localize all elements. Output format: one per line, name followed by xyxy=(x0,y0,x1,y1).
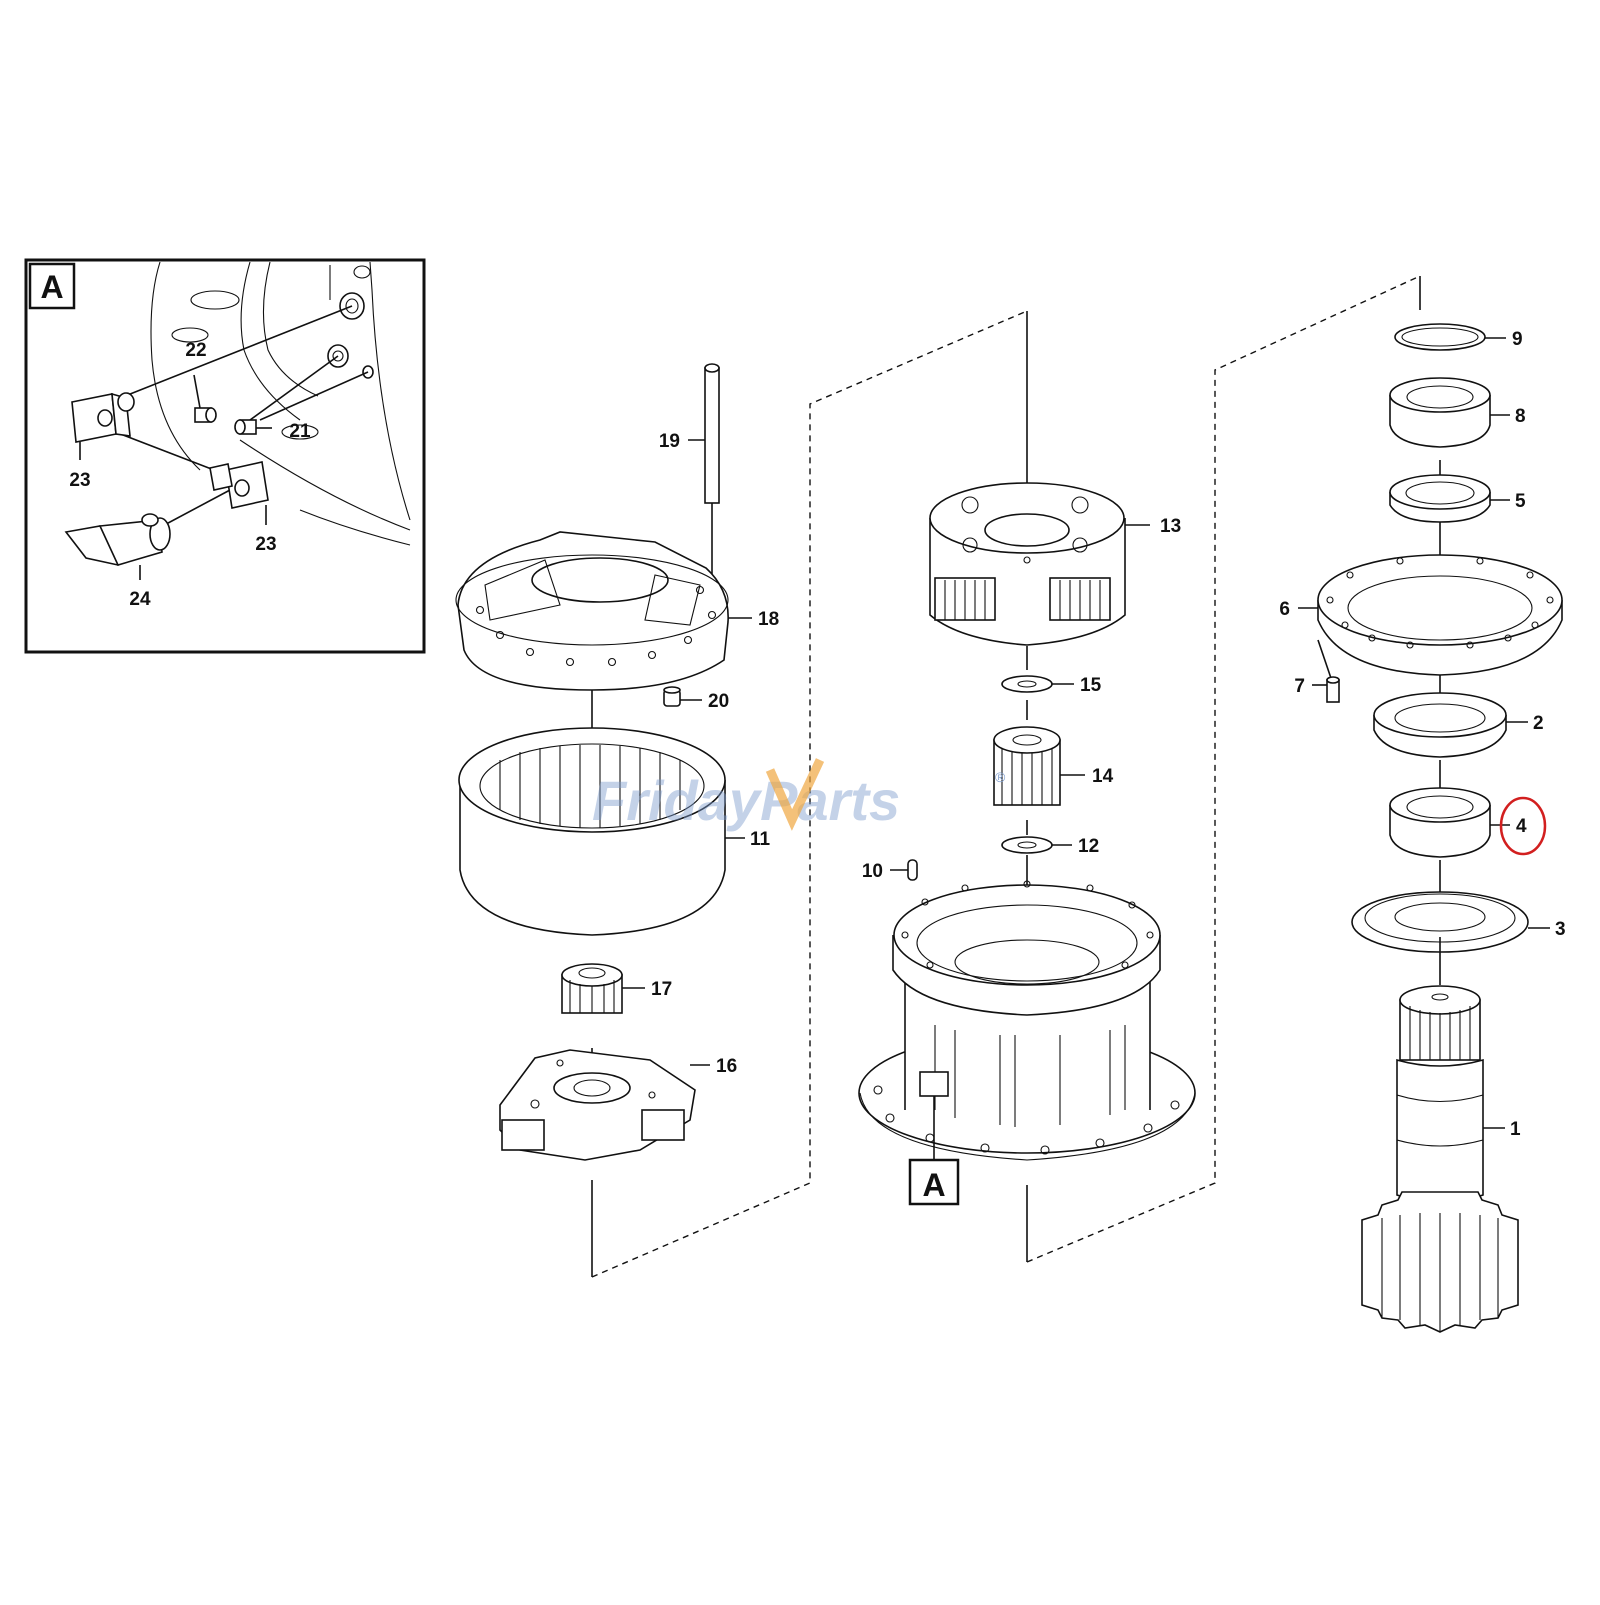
middle-column-assembly: A 13 15 14 12 10 xyxy=(858,482,1196,1262)
assembly-dashed-lines xyxy=(591,275,1421,1278)
inset-label-23-lower: 23 xyxy=(255,534,276,555)
watermark-accent-mark xyxy=(765,758,825,831)
inset-label-24: 24 xyxy=(129,589,151,610)
watermark-trademark: ® xyxy=(995,769,1006,785)
part-13-planet-carrier xyxy=(929,482,1150,646)
label-6: 6 xyxy=(1279,599,1290,620)
label-14: 14 xyxy=(1092,766,1114,787)
part-16-planet-carrier xyxy=(499,1049,710,1161)
part-9-snap-ring xyxy=(1394,323,1506,351)
label-20: 20 xyxy=(708,691,729,712)
part-3-shim-plate xyxy=(1351,891,1550,953)
inset-label-22: 22 xyxy=(185,340,206,361)
part-4-roller-bearing xyxy=(1389,787,1510,858)
inset-part-23-upper xyxy=(71,392,135,460)
inset-label-23-upper: 23 xyxy=(69,470,90,491)
part-14-sun-gear xyxy=(993,726,1085,806)
label-4: 4 xyxy=(1516,816,1527,837)
inset-part-22 xyxy=(193,374,217,423)
label-3: 3 xyxy=(1555,919,1566,940)
part-1-pinion-shaft xyxy=(1361,937,1519,1333)
highlight-circle-part-4 xyxy=(1499,796,1547,856)
label-18: 18 xyxy=(758,609,779,630)
part-8-bearing xyxy=(1389,377,1510,448)
label-16: 16 xyxy=(716,1056,737,1077)
detail-tag-box xyxy=(28,262,76,310)
part-18-cover-flange xyxy=(455,531,752,691)
part-5-spacer-ring xyxy=(1389,474,1510,523)
label-9: 9 xyxy=(1512,329,1523,350)
inset-part-24 xyxy=(64,513,171,580)
label-17: 17 xyxy=(651,979,672,1000)
left-column-assembly: 19 18 20 11 17 16 xyxy=(455,363,779,1277)
label-2: 2 xyxy=(1533,713,1544,734)
label-10: 10 xyxy=(862,861,883,882)
part-7-bolt xyxy=(1312,676,1340,703)
label-13: 13 xyxy=(1160,516,1181,537)
label-19: 19 xyxy=(659,431,680,452)
inset-part-21 xyxy=(234,419,272,435)
inset-label-21: 21 xyxy=(289,421,311,442)
inset-part-23-lower xyxy=(209,461,269,525)
part-17-pinion xyxy=(561,963,645,1014)
part-10-pin xyxy=(890,859,918,881)
label-15: 15 xyxy=(1080,675,1102,696)
main-swing-housing: A xyxy=(858,880,1196,1206)
detail-tag-label: A xyxy=(40,269,63,305)
watermark-text: FridayParts xyxy=(592,769,900,832)
label-5: 5 xyxy=(1515,491,1526,512)
part-15-washer xyxy=(1001,675,1074,693)
watermark-logo: FridayParts ® xyxy=(592,758,1006,832)
part-11-ring-gear xyxy=(458,727,745,936)
callout-a-box xyxy=(908,1158,960,1206)
label-8: 8 xyxy=(1515,406,1526,427)
part-6-flange xyxy=(1298,554,1563,691)
part-2-oil-seal xyxy=(1373,692,1528,758)
callout-a-label: A xyxy=(922,1167,945,1203)
label-7: 7 xyxy=(1294,676,1305,697)
part-19-bolt xyxy=(688,363,720,600)
label-1: 1 xyxy=(1510,1119,1521,1140)
part-12-washer xyxy=(1001,836,1072,854)
detail-inset-a: A xyxy=(24,258,426,654)
part-20-plug xyxy=(663,686,702,707)
label-11: 11 xyxy=(750,829,771,850)
label-12: 12 xyxy=(1078,836,1099,857)
right-column-assembly: 9 8 5 6 7 2 4 3 1 xyxy=(1279,323,1566,1333)
